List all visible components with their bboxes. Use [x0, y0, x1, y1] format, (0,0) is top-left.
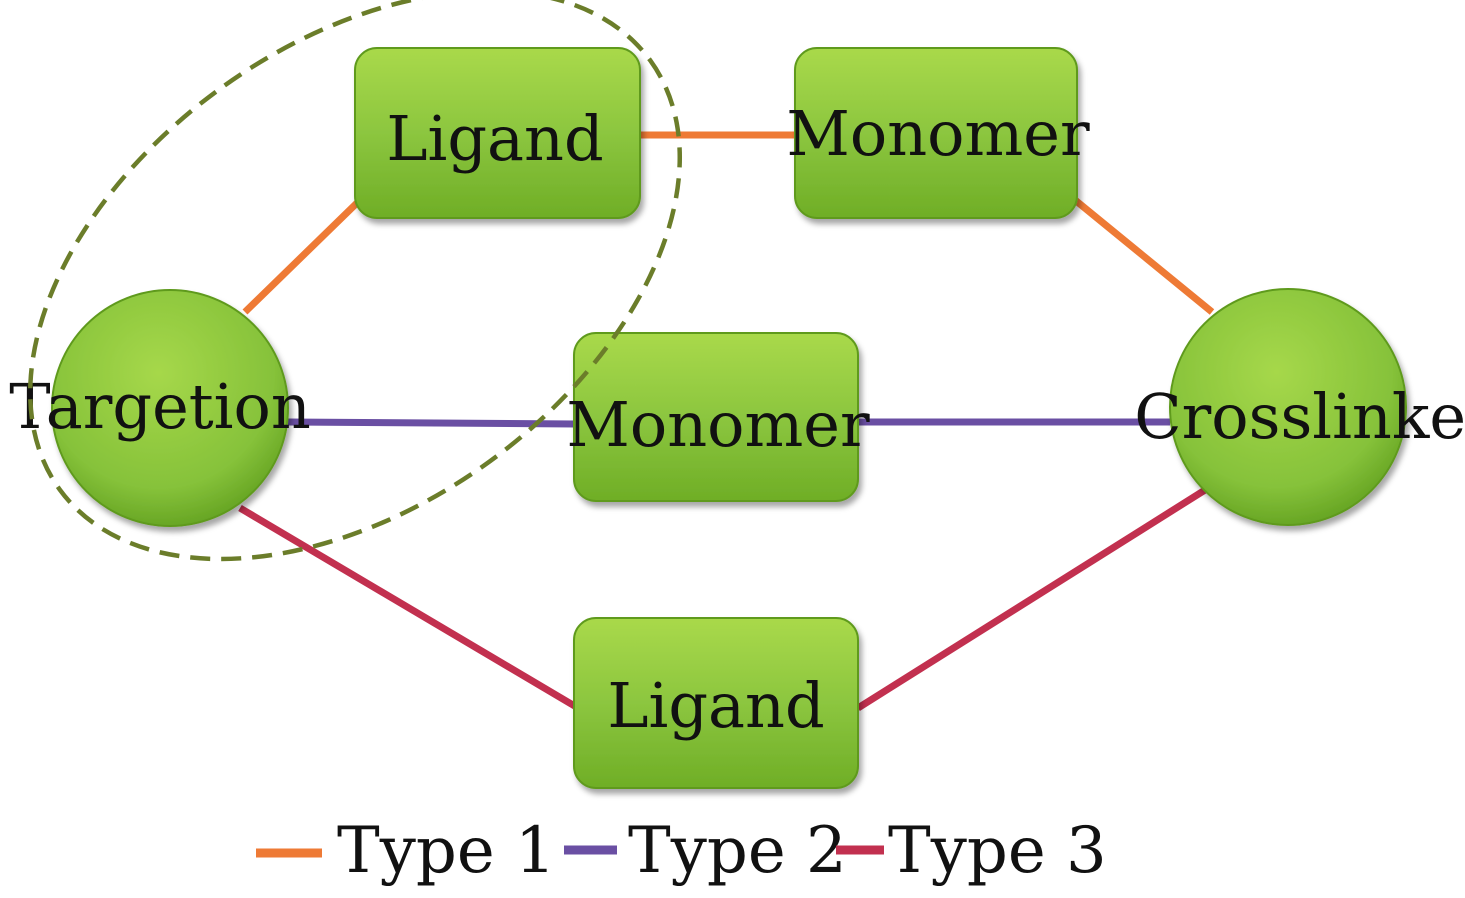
legend: Type 1 Type 2 Type 3: [256, 814, 1107, 888]
node-crosslinker: [1169, 288, 1407, 526]
group-outline: [27, 0, 683, 562]
node-ligand-top: [354, 47, 641, 219]
edge-ligand-bottom-crosslinker: [856, 487, 1207, 711]
node-monomer-top: [794, 47, 1078, 219]
edge-monomer-top-crosslinker: [1072, 197, 1215, 315]
node-monomer-middle: [573, 332, 859, 502]
edge-targetion-monomer-middle: [287, 418, 576, 428]
node-monomer-top-label: Monomer: [786, 97, 1090, 170]
legend-label-type-1: Type 1: [337, 814, 556, 888]
node-targetion-label: Targetion: [9, 370, 311, 443]
legend-label-type-3: Type 3: [888, 814, 1107, 888]
node-ligand-top-label: Ligand: [386, 102, 603, 175]
node-targetion: [51, 289, 289, 527]
edge-targetion-ligand-top: [242, 197, 363, 315]
node-ligand-bottom-label: Ligand: [607, 669, 824, 742]
edge-targetion-ligand-bottom: [238, 504, 580, 712]
node-ligand-bottom: [573, 617, 859, 789]
node-crosslinker-label: Crosslinker: [1134, 380, 1465, 453]
node-monomer-middle-label: Monomer: [566, 388, 870, 461]
legend-label-type-2: Type 2: [628, 814, 847, 888]
